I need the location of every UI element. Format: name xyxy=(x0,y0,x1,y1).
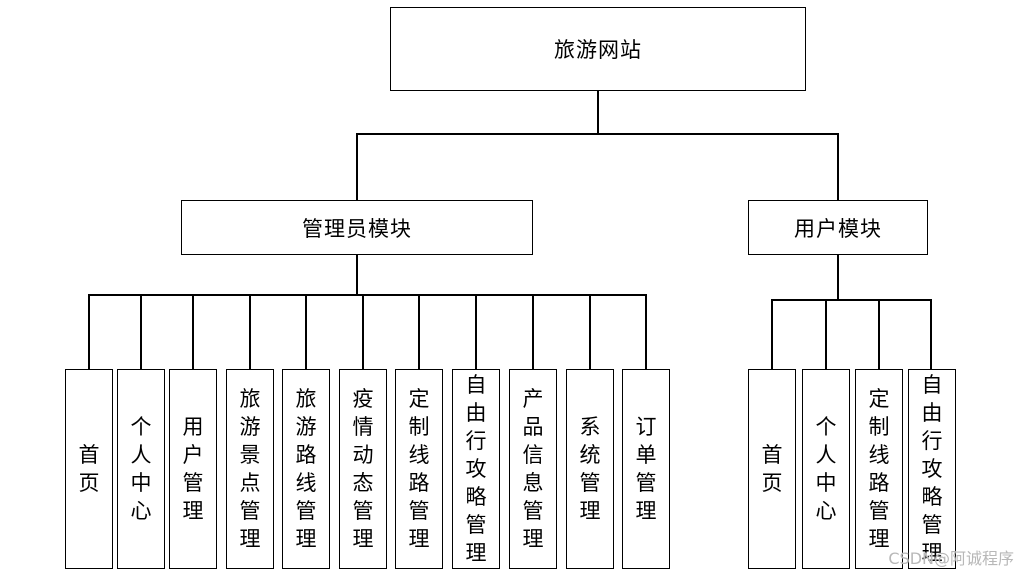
connector-user-item-4 xyxy=(930,299,932,369)
admin-item-label: 首页 xyxy=(78,443,100,495)
connector-admin-item-7 xyxy=(418,294,420,369)
user-item-label: 自由行攻略管理 xyxy=(921,373,943,565)
admin-item-node: 用户管理 xyxy=(169,369,217,569)
connector-admin-item-6 xyxy=(362,294,364,369)
admin-item-label: 系统管理 xyxy=(579,415,601,523)
user-module-node: 用户模块 xyxy=(748,200,928,255)
connector-admin-item-10 xyxy=(589,294,591,369)
user-item-label: 定制线路管理 xyxy=(868,387,890,551)
root-node: 旅游网站 xyxy=(390,7,806,91)
admin-item-label: 定制线路管理 xyxy=(408,387,430,551)
connector-user-down xyxy=(837,254,839,299)
admin-item-label: 用户管理 xyxy=(182,415,204,523)
root-label: 旅游网站 xyxy=(554,38,642,62)
connector-user-item-1 xyxy=(771,299,773,369)
admin-item-label: 旅游景点管理 xyxy=(239,387,261,551)
user-item-label: 首页 xyxy=(761,443,783,495)
connector-user-bar xyxy=(771,299,932,301)
connector-admin-item-9 xyxy=(532,294,534,369)
user-item-node: 首页 xyxy=(748,369,796,569)
admin-item-label: 个人中心 xyxy=(130,415,152,523)
admin-item-node: 首页 xyxy=(65,369,113,569)
connector-admin-item-5 xyxy=(305,294,307,369)
admin-item-node: 个人中心 xyxy=(117,369,165,569)
admin-item-label: 疫情动态管理 xyxy=(352,387,374,551)
connector-admin-down xyxy=(356,254,358,294)
user-item-node: 个人中心 xyxy=(802,369,850,569)
connector-user-item-3 xyxy=(878,299,880,369)
watermark-text: CSDN@阿诚程序 xyxy=(888,549,1014,568)
admin-item-node: 订单管理 xyxy=(622,369,670,569)
admin-item-label: 产品信息管理 xyxy=(522,387,544,551)
admin-item-node: 产品信息管理 xyxy=(509,369,557,569)
admin-module-label: 管理员模块 xyxy=(302,216,412,241)
admin-item-label: 订单管理 xyxy=(635,415,657,523)
connector-to-user xyxy=(837,133,839,200)
admin-item-node: 疫情动态管理 xyxy=(339,369,387,569)
user-item-node: 自由行攻略管理 xyxy=(908,369,956,569)
admin-item-label: 旅游路线管理 xyxy=(295,387,317,551)
connector-admin-item-1 xyxy=(88,294,90,369)
connector-root-down xyxy=(597,90,599,133)
connector-user-item-2 xyxy=(825,299,827,369)
admin-item-node: 定制线路管理 xyxy=(395,369,443,569)
connector-admin-item-8 xyxy=(475,294,477,369)
admin-item-node: 旅游路线管理 xyxy=(282,369,330,569)
user-item-label: 个人中心 xyxy=(815,415,837,523)
connector-admin-item-11 xyxy=(645,294,647,369)
connector-admin-bar xyxy=(88,294,647,296)
connector-level1-bar xyxy=(356,133,839,135)
connector-admin-item-4 xyxy=(249,294,251,369)
admin-item-label: 自由行攻略管理 xyxy=(465,373,487,565)
connector-to-admin xyxy=(356,133,358,200)
admin-item-node: 系统管理 xyxy=(566,369,614,569)
user-item-node: 定制线路管理 xyxy=(855,369,903,569)
admin-item-node: 旅游景点管理 xyxy=(226,369,274,569)
connector-admin-item-3 xyxy=(192,294,194,369)
connector-admin-item-2 xyxy=(140,294,142,369)
user-module-label: 用户模块 xyxy=(794,216,882,241)
admin-module-node: 管理员模块 xyxy=(181,200,533,255)
admin-item-node: 自由行攻略管理 xyxy=(452,369,500,569)
